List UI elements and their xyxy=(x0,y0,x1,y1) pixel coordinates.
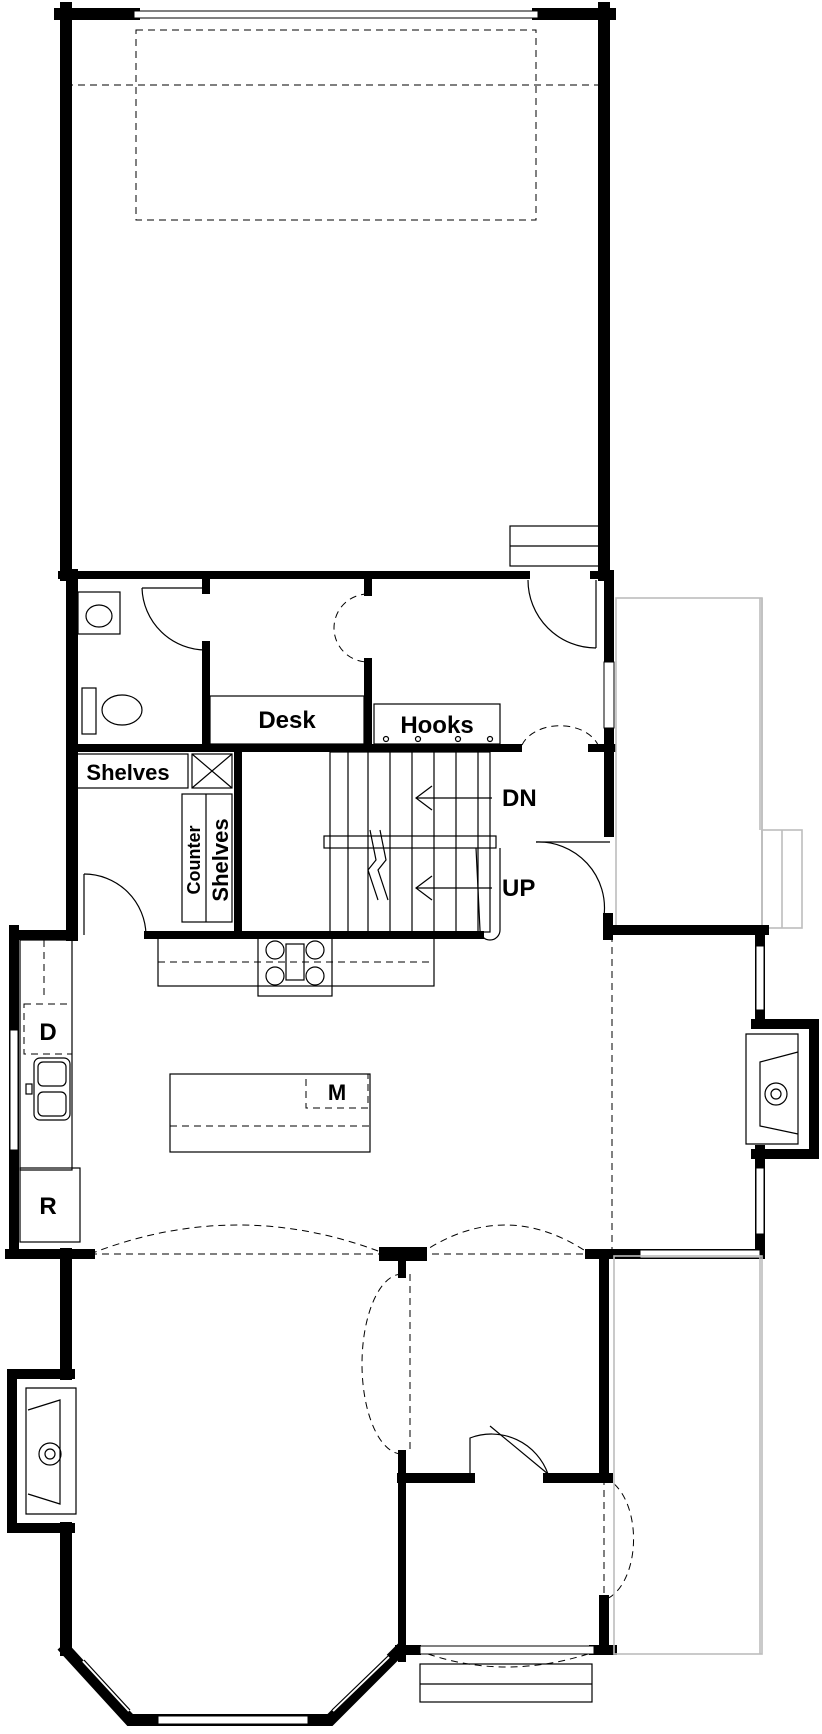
dishwasher-label: D xyxy=(39,1019,56,1046)
microwave xyxy=(305,1073,369,1109)
fireplace-west xyxy=(25,1387,77,1515)
counter-label: Counter xyxy=(184,826,204,895)
counter-shelves xyxy=(181,793,233,923)
east-window-1 xyxy=(755,945,765,1011)
microwave-label: M xyxy=(328,1080,346,1105)
entry xyxy=(395,1253,635,1703)
desk-label: Desk xyxy=(258,707,316,734)
left-counter xyxy=(19,939,73,1171)
kitchen-island xyxy=(169,1073,371,1153)
utility-box xyxy=(191,753,233,789)
stairs-down-label: DN xyxy=(502,785,537,812)
stair-run xyxy=(329,751,491,933)
pantry: Shelves Counter Shelves xyxy=(71,744,242,939)
garage xyxy=(54,2,616,581)
side-porch xyxy=(603,597,803,940)
porch-window xyxy=(603,661,615,729)
shelves-top-label: Shelves xyxy=(86,760,169,785)
range-cooktop xyxy=(257,937,333,997)
living-room xyxy=(7,1248,411,1726)
toilet-bowl xyxy=(101,694,143,726)
kitchen-sink xyxy=(33,1057,71,1121)
hooks-label: Hooks xyxy=(400,712,473,739)
east-window-2 xyxy=(755,1167,765,1235)
garage-door xyxy=(133,10,539,19)
refrigerator xyxy=(19,1167,81,1243)
shelves-top xyxy=(71,753,189,789)
refrigerator-label: R xyxy=(39,1193,56,1220)
fireplace-chimney-east xyxy=(751,1019,819,1159)
front-porch xyxy=(613,1255,763,1655)
kitchen: D R M xyxy=(5,925,819,1261)
bay-window-center xyxy=(157,1715,309,1725)
hooks-bench xyxy=(373,703,501,745)
shelves-side-label: Shelves xyxy=(208,818,233,901)
kitchen-window xyxy=(9,1029,19,1151)
desk-counter xyxy=(209,695,365,745)
fireplace-chimney-west xyxy=(7,1369,75,1533)
porch-deck xyxy=(615,597,763,929)
entry-window xyxy=(419,1645,595,1655)
staircase: DN UP xyxy=(234,751,610,941)
entry-step xyxy=(419,1663,593,1703)
toilet-tank xyxy=(81,687,97,735)
bay-wall xyxy=(57,1641,409,1726)
fireplace-east xyxy=(745,1033,799,1145)
dishwasher xyxy=(23,1003,73,1055)
bath-sink xyxy=(77,591,121,635)
stairs-up-label: UP xyxy=(502,875,535,902)
